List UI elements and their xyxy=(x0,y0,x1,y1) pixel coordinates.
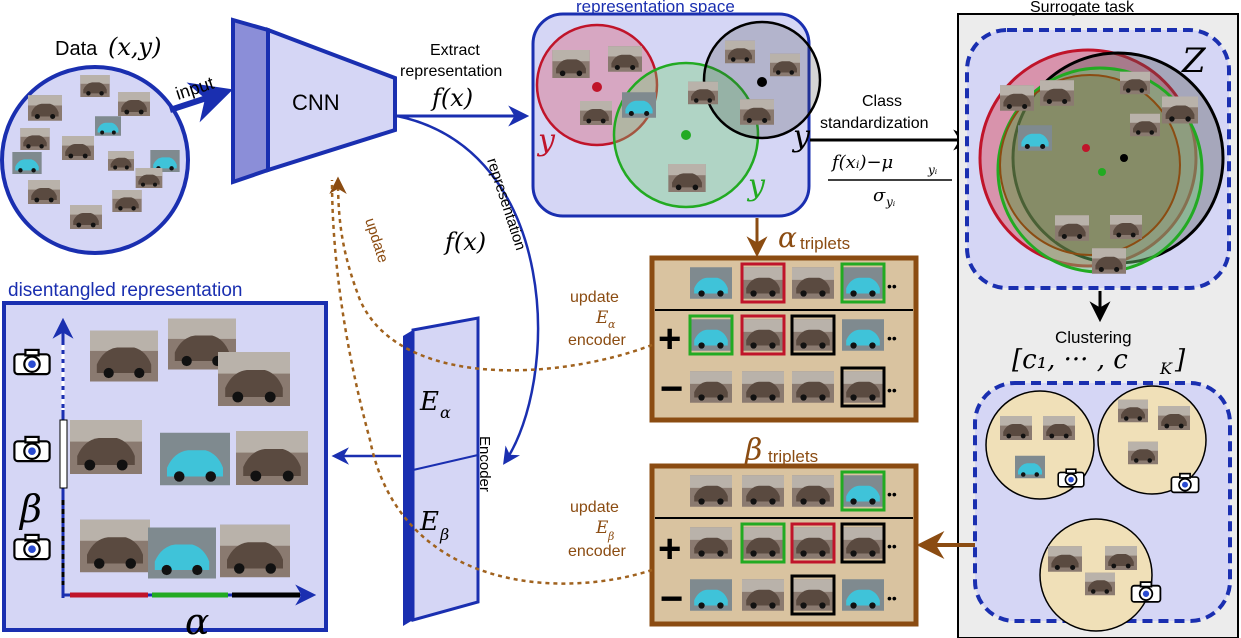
alpha-dots-2: •• xyxy=(887,330,897,346)
update-beta-e: E xyxy=(595,518,609,538)
alpha-dots-1: •• xyxy=(887,278,897,294)
beta-triplets-word: triplets xyxy=(768,447,818,466)
repspace-y-green: y xyxy=(746,168,766,203)
repspace-y-red: y xyxy=(536,123,556,158)
encoder-block xyxy=(403,316,480,626)
representation-curve xyxy=(396,114,540,465)
surrogate-clusters xyxy=(978,48,1225,274)
beta-plus: + xyxy=(658,527,681,571)
e-alpha-sub: α xyxy=(440,403,451,422)
alpha-dots-3: •• xyxy=(887,382,897,398)
alpha-minus: − xyxy=(660,367,683,411)
beta-dots-2: •• xyxy=(887,538,897,554)
alpha-triplets-word: triplets xyxy=(800,234,850,253)
clusters-math-k: K xyxy=(1159,359,1173,378)
std-denominator: σ xyxy=(873,185,886,206)
class-line1: Class xyxy=(862,93,902,110)
repspace-clusters xyxy=(535,20,822,209)
extract-line1: Extract xyxy=(430,42,480,59)
alpha-plus: + xyxy=(658,317,681,361)
cnn-block xyxy=(231,17,397,185)
representation-vertical: representation xyxy=(483,156,529,252)
beta-dots-3: •• xyxy=(887,590,897,606)
disentangled-axes xyxy=(52,317,317,606)
update-alpha-word: update xyxy=(570,289,619,306)
alpha-triplet-images xyxy=(688,262,886,408)
e-beta: E xyxy=(419,507,439,537)
data-dataset-circle xyxy=(0,65,190,255)
clusters-math: [c₁, ··· , c xyxy=(1012,345,1128,375)
clustering-label: Clustering xyxy=(1055,328,1132,347)
camera-clusters xyxy=(985,385,1207,632)
update-alpha-e-sub: α xyxy=(608,318,616,331)
z-label: Z xyxy=(1181,41,1207,81)
extract-fx: f(x) xyxy=(430,84,473,112)
e-beta-sub: β xyxy=(439,525,449,544)
update-vertical: update xyxy=(361,216,391,265)
repspace-y-black: y xyxy=(791,119,811,154)
beta-dots-1: •• xyxy=(887,486,897,502)
std-numerator-sub: yᵢ xyxy=(927,163,938,177)
beta-axis-label: β xyxy=(18,487,42,531)
disentangled-title: disentangled representation xyxy=(8,280,243,301)
encoder-vertical: Encoder xyxy=(476,436,493,492)
surrogate-title: Surrogate task xyxy=(1030,0,1135,16)
extract-line2: representation xyxy=(400,63,502,80)
cnn-label: CNN xyxy=(292,90,340,115)
update-beta-word: update xyxy=(570,499,619,516)
update-beta-e-sub: β xyxy=(607,530,614,543)
alpha-triplets-symbol: α xyxy=(778,221,797,254)
alpha-axis-label: α xyxy=(185,602,209,638)
repspace-title: representation space xyxy=(576,0,735,16)
input-arrow xyxy=(169,82,233,123)
curve-fx: f(x) xyxy=(443,228,486,256)
std-numerator: f(xᵢ)−μ xyxy=(830,152,893,173)
data-label: Data xyxy=(55,38,98,60)
update-cnn-curve-1 xyxy=(329,176,653,372)
std-denominator-sub: yᵢ xyxy=(885,195,896,209)
beta-minus: − xyxy=(660,577,683,621)
update-alpha-e: E xyxy=(595,308,609,328)
update-beta-encoder: encoder xyxy=(568,543,626,560)
beta-triplet-images xyxy=(690,470,886,616)
e-alpha: E xyxy=(419,387,439,417)
class-line2: standardization xyxy=(820,115,929,132)
data-math: (x,y) xyxy=(108,33,161,61)
update-alpha-encoder: encoder xyxy=(568,332,626,349)
clusters-close: ] xyxy=(1174,345,1186,375)
beta-triplets-symbol: β xyxy=(744,433,762,468)
